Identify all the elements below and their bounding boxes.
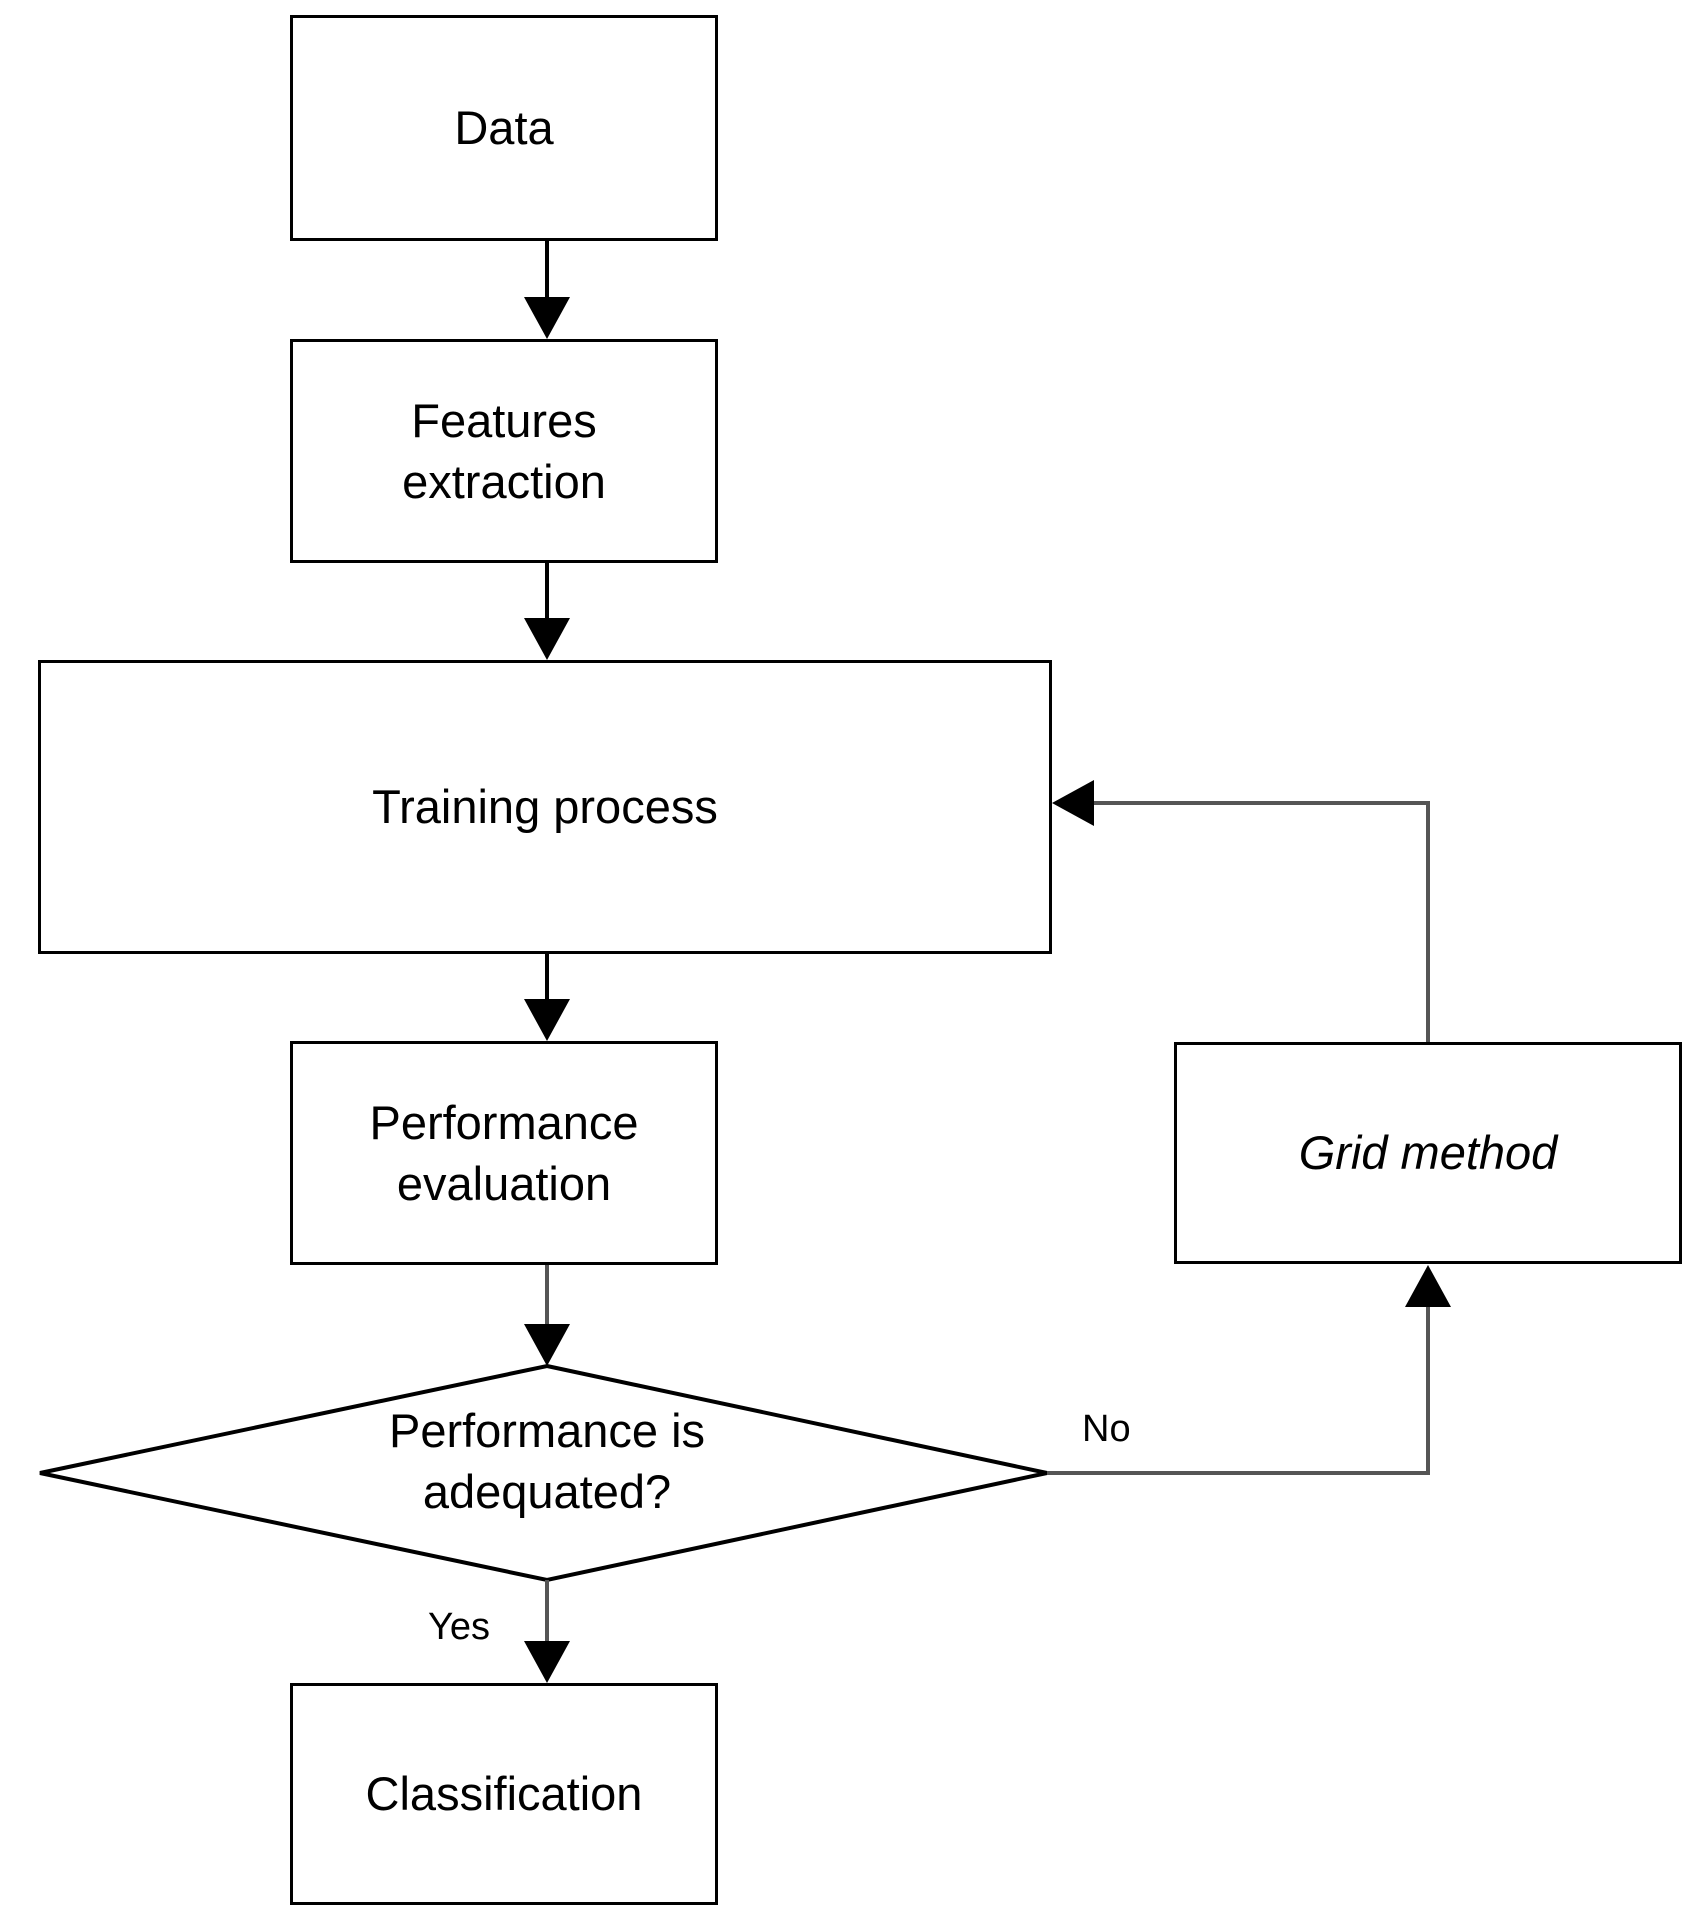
node-data[interactable]: Data <box>290 15 718 241</box>
edge-performance-to-decision <box>524 1265 570 1366</box>
node-classification-label: Classification <box>365 1767 643 1821</box>
node-data-label: Data <box>454 101 554 155</box>
node-training-process-label: Training process <box>372 780 718 834</box>
edge-label-yes: Yes <box>428 1606 490 1648</box>
node-features-extraction[interactable]: Features extraction <box>290 339 718 563</box>
node-classification[interactable]: Classification <box>290 1683 718 1905</box>
edge-training-to-performance <box>524 954 570 1041</box>
edge-grid-to-training <box>1052 780 1430 1042</box>
node-performance-evaluation-label: Performance evaluation <box>369 1095 639 1210</box>
node-grid-method-label: Grid method <box>1298 1126 1558 1180</box>
node-grid-method[interactable]: Grid method <box>1174 1042 1682 1264</box>
node-performance-evaluation[interactable]: Performance evaluation <box>290 1041 718 1265</box>
decision-diamond-shape <box>39 1363 1048 1583</box>
edge-features-to-training <box>524 563 570 660</box>
node-features-extraction-label: Features extraction <box>402 393 606 508</box>
node-training-process[interactable]: Training process <box>38 660 1052 954</box>
edge-label-no: No <box>1082 1408 1131 1450</box>
edge-decision-yes-to-classify <box>524 1580 570 1683</box>
edge-data-to-features <box>524 241 570 339</box>
edge-decision-no-to-grid <box>1047 1265 1451 1475</box>
